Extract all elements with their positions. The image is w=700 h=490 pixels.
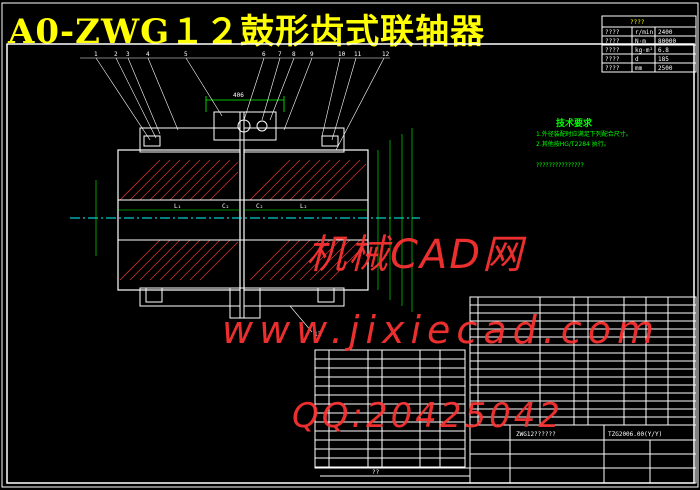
- watermark-qq: QQ:20425042: [292, 396, 564, 436]
- dim-top: 406: [233, 92, 244, 99]
- spec-value: 2400: [658, 29, 673, 36]
- spec-label: ????: [605, 47, 620, 54]
- balloon-7: 7: [278, 51, 282, 58]
- balloon-6: 6: [262, 51, 266, 58]
- spec-value: 80000: [658, 38, 676, 45]
- tech-req-line3: ???????????????: [536, 162, 584, 169]
- drawing-title: A0-ZWG１２鼓形齿式联轴器: [8, 12, 486, 52]
- spec-label: ????: [605, 65, 620, 72]
- spec-unit: kg·m²: [635, 47, 653, 54]
- parts-list-main: [469, 296, 697, 426]
- watermark-url: www.jixiecad.com: [222, 308, 660, 352]
- dim-l1: L₁: [174, 203, 181, 210]
- balloon-11: 11: [354, 51, 362, 58]
- balloon-8: 8: [292, 51, 296, 58]
- spec-label: ????: [605, 29, 620, 36]
- spec-value: 2500: [658, 65, 673, 72]
- spec-label: ????: [605, 38, 620, 45]
- tech-req-heading: 技术要求: [556, 117, 593, 129]
- balloon-12: 12: [382, 51, 390, 58]
- spec-value: 6.8: [658, 47, 669, 54]
- spec-label: ????: [605, 56, 620, 63]
- tech-req-line2: 2.其他按HG/T2284 执行。: [536, 140, 610, 148]
- balloon-10: 10: [338, 51, 346, 58]
- spec-unit: d: [635, 56, 639, 63]
- title-block: [320, 424, 697, 484]
- drawing-number: ZWG12??????: [516, 431, 556, 438]
- spec-value: 185: [658, 56, 669, 63]
- balloon-9: 9: [310, 51, 314, 58]
- watermark-cn: 机械CAD网: [306, 232, 525, 278]
- parts-list-small: [314, 349, 466, 469]
- spec-unit: mm: [635, 65, 643, 72]
- tech-req-line1: 1.外径装配时应满足下列配合尺寸。: [536, 130, 632, 138]
- spec-header: ????: [630, 19, 645, 26]
- technical-requirements: 技术要求 1.外径装配时应满足下列配合尺寸。 2.其他按HG/T2284 执行。…: [536, 117, 632, 169]
- balloon-1: 1: [94, 51, 98, 58]
- title-block-footer: ??: [372, 469, 380, 476]
- dim-l2: L₂: [300, 203, 307, 210]
- balloon-13: 13: [314, 331, 322, 338]
- spec-unit: r/min: [635, 29, 653, 36]
- spec-unit: N·m: [635, 38, 646, 45]
- balloon-3: 3: [126, 51, 130, 58]
- coupling-section: 406 L₁ L₂ C₂ C₂: [70, 51, 420, 338]
- inner-frame: [6, 43, 695, 484]
- dim-c1: C₂: [222, 203, 229, 210]
- balloon-4: 4: [146, 51, 150, 58]
- dim-c2: C₂: [256, 203, 263, 210]
- spec-table: ???? ???? r/min 2400???? N·m 80000???? kg·m² 6…: [601, 15, 697, 73]
- drawing-standard: TZG2006.00(Y/Y): [608, 431, 662, 438]
- balloon-2: 2: [114, 51, 118, 58]
- balloon-5: 5: [184, 51, 188, 58]
